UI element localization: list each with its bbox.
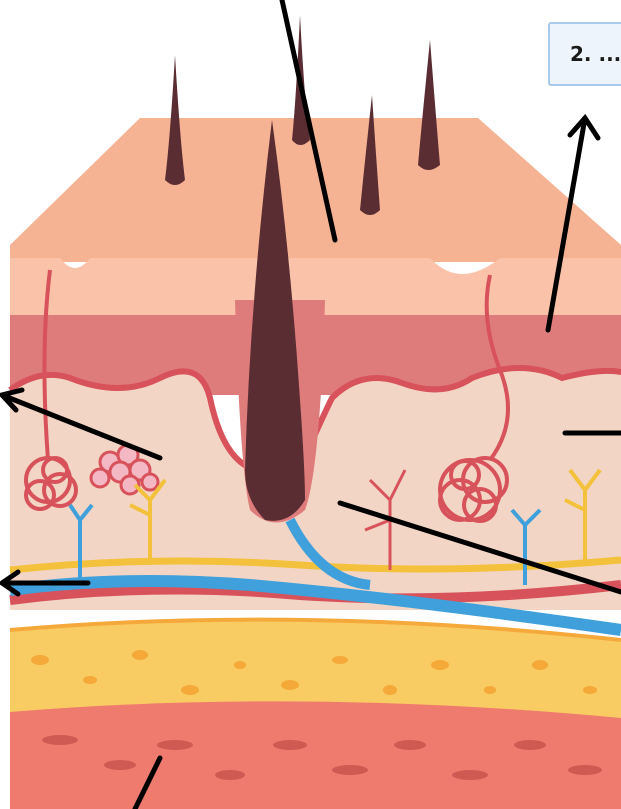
muscle-layer <box>10 701 621 809</box>
callout-label-text: 2. ... <box>570 42 621 66</box>
callout-label-box: 2. ... <box>548 22 621 86</box>
epidermis-top-surface <box>10 118 621 262</box>
